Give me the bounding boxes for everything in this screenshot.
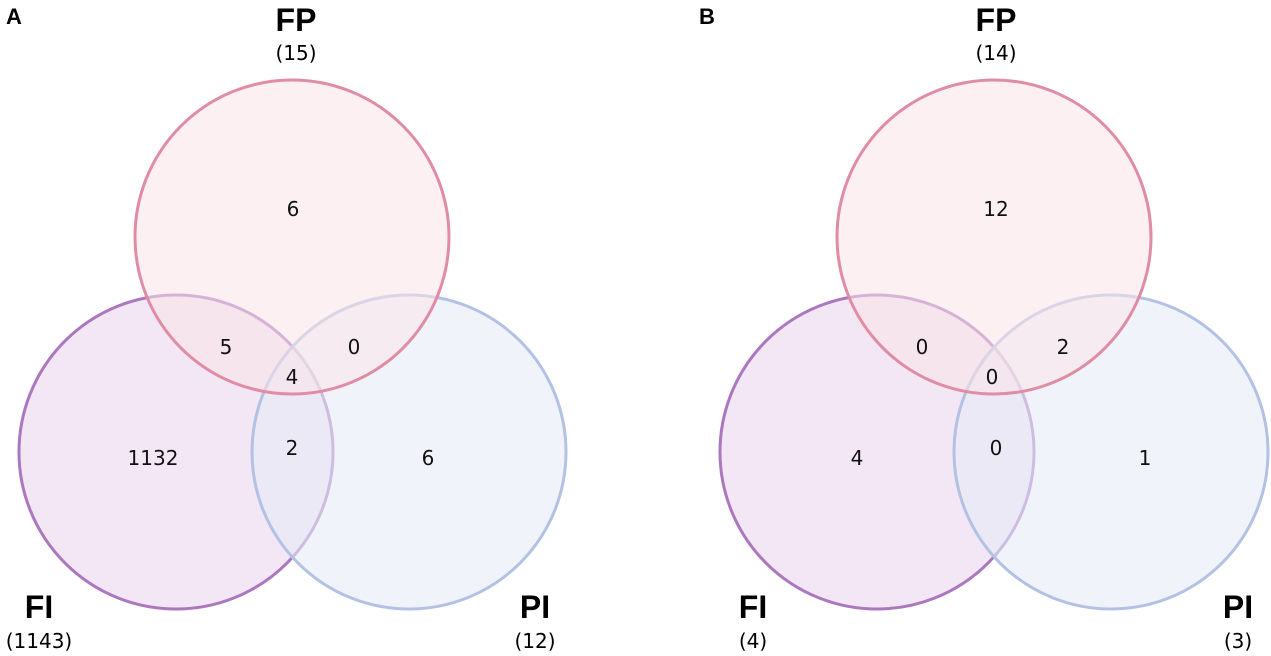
set-count-pi-a: (12) xyxy=(514,629,555,653)
region-fp-pi-a: 0 xyxy=(348,335,361,359)
venn-panel-a: A FP (15) FI (1143) PI (12) 6 1132 6 5 0… xyxy=(6,2,568,653)
set-count-pi-b: (3) xyxy=(1224,629,1252,653)
circle-fp-b xyxy=(835,78,1153,396)
region-fi-only-a: 1132 xyxy=(128,446,179,470)
region-fp-pi-b: 2 xyxy=(1057,335,1070,359)
circle-fp-a xyxy=(133,78,451,396)
set-count-fi-a: (1143) xyxy=(6,629,73,653)
set-count-fp-b: (14) xyxy=(975,41,1016,65)
set-count-fp-a: (15) xyxy=(275,41,316,65)
set-name-pi-a: PI xyxy=(520,589,550,625)
region-pi-only-b: 1 xyxy=(1139,446,1152,470)
panel-label-a: A xyxy=(6,4,22,29)
region-fi-pi-a: 2 xyxy=(286,436,299,460)
region-fi-pi-b: 0 xyxy=(990,436,1003,460)
region-fp-only-b: 12 xyxy=(983,197,1008,221)
region-pi-only-a: 6 xyxy=(422,446,435,470)
set-name-fi-a: FI xyxy=(25,589,53,625)
region-fp-fi-b: 0 xyxy=(916,335,929,359)
set-name-fp-a: FP xyxy=(276,2,317,38)
set-name-pi-b: PI xyxy=(1223,589,1253,625)
venn-panel-b: B FP (14) FI (4) PI (3) 12 4 1 0 2 0 0 xyxy=(699,2,1270,653)
region-all-b: 0 xyxy=(986,365,999,389)
region-fi-only-b: 4 xyxy=(851,446,864,470)
set-name-fp-b: FP xyxy=(976,2,1017,38)
region-fp-fi-a: 5 xyxy=(220,335,233,359)
panel-label-b: B xyxy=(699,4,715,29)
set-count-fi-b: (4) xyxy=(739,629,767,653)
region-fp-only-a: 6 xyxy=(287,197,300,221)
region-all-a: 4 xyxy=(286,365,299,389)
set-name-fi-b: FI xyxy=(739,589,767,625)
